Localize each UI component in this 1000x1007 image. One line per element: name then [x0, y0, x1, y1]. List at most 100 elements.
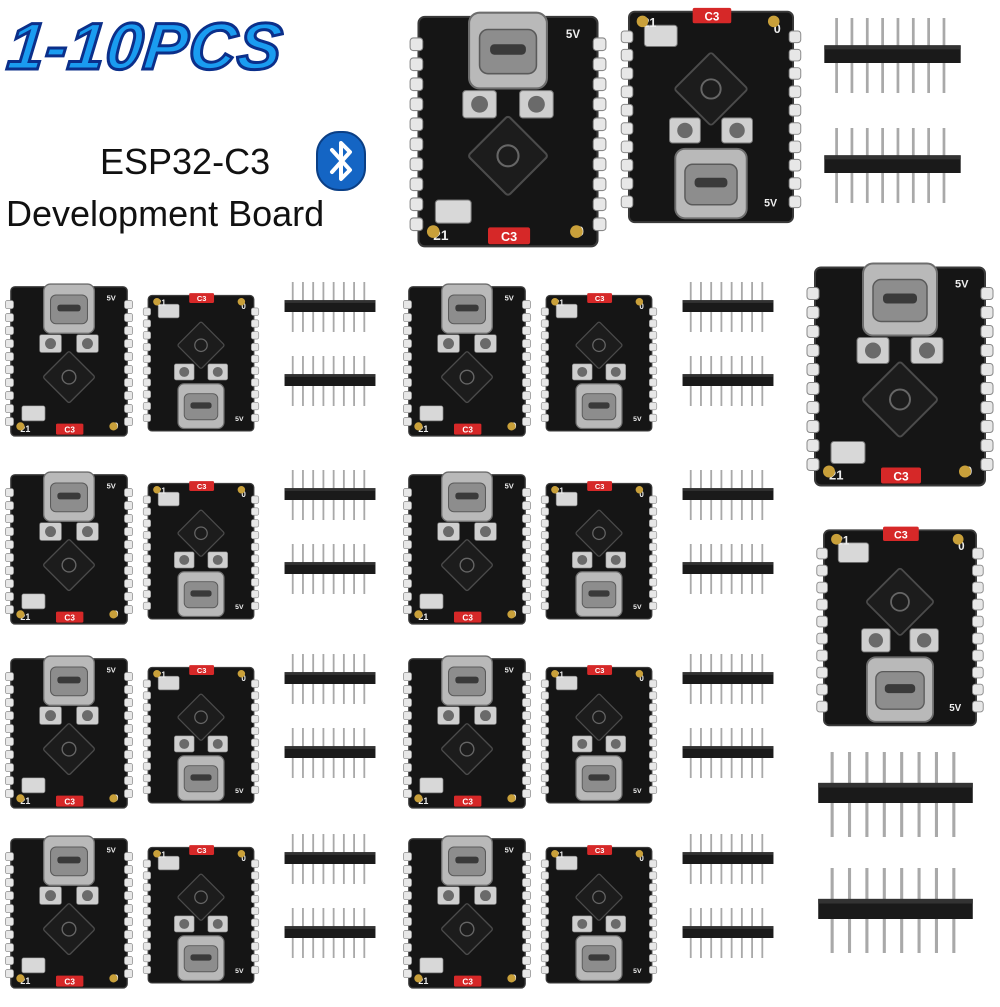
svg-text:21: 21	[157, 850, 166, 859]
svg-text:0: 0	[241, 674, 246, 683]
svg-text:5V: 5V	[505, 845, 514, 854]
svg-text:C3: C3	[894, 529, 908, 541]
svg-text:0: 0	[774, 22, 781, 36]
esp32-c3-board: C3 21 0 5V	[540, 278, 658, 451]
svg-text:5V: 5V	[235, 788, 244, 795]
pin-header	[808, 752, 983, 842]
esp32-c3-board: C3 21 0 5V	[618, 4, 804, 231]
esp32-c3-board: C3 21 0 5V	[142, 650, 260, 823]
svg-text:21: 21	[20, 424, 30, 434]
svg-text:C3: C3	[595, 666, 605, 675]
svg-text:0: 0	[639, 490, 644, 499]
svg-text:C3: C3	[462, 798, 473, 807]
pin-header	[664, 544, 792, 599]
svg-text:5V: 5V	[235, 968, 244, 975]
svg-text:C3: C3	[595, 846, 605, 855]
pin-header	[664, 834, 792, 889]
pin-header	[266, 834, 394, 889]
pin-header	[266, 654, 394, 709]
svg-text:21: 21	[20, 796, 30, 806]
svg-text:5V: 5V	[505, 481, 514, 490]
svg-text:5V: 5V	[633, 604, 642, 611]
pin-header	[800, 18, 985, 98]
esp32-c3-board: C3 21 0 5V	[540, 830, 658, 1003]
svg-text:5V: 5V	[633, 416, 642, 423]
svg-text:21: 21	[418, 976, 428, 986]
esp32-c3-board: C3 21 0 5V	[142, 466, 260, 639]
svg-text:5V: 5V	[949, 703, 961, 714]
svg-text:C3: C3	[705, 11, 720, 23]
pin-header	[664, 908, 792, 963]
pin-header	[664, 728, 792, 783]
svg-text:5V: 5V	[764, 198, 777, 210]
svg-text:C3: C3	[462, 978, 473, 987]
esp32-c3-board: C3 21 0 5V	[402, 822, 532, 1007]
svg-text:21: 21	[555, 486, 564, 495]
esp32-c3-board: C3 21 0 5V	[408, 2, 608, 262]
svg-text:5V: 5V	[633, 788, 642, 795]
svg-text:C3: C3	[64, 614, 75, 623]
svg-text:C3: C3	[64, 426, 75, 435]
svg-text:21: 21	[20, 976, 30, 986]
bluetooth-icon	[316, 131, 366, 191]
svg-text:0: 0	[241, 490, 246, 499]
pin-header	[664, 654, 792, 709]
esp32-c3-board: C3 21 0 5V	[540, 466, 658, 639]
product-title: 1-10PCS	[3, 8, 289, 85]
pin-header	[664, 282, 792, 337]
esp32-c3-board: C3 21 0 5V	[4, 458, 134, 643]
svg-text:0: 0	[241, 302, 246, 311]
svg-text:21: 21	[555, 670, 564, 679]
svg-text:C3: C3	[595, 294, 605, 303]
svg-text:21: 21	[157, 670, 166, 679]
pin-header	[664, 356, 792, 411]
product-type: Development Board	[6, 193, 325, 234]
svg-text:C3: C3	[64, 978, 75, 987]
svg-text:0: 0	[639, 674, 644, 683]
esp32-c3-board: C3 21 0 5V	[540, 650, 658, 823]
svg-text:21: 21	[157, 486, 166, 495]
svg-text:21: 21	[555, 850, 564, 859]
esp32-c3-board: C3 21 0 5V	[4, 270, 134, 455]
product-name: ESP32-C3	[100, 141, 271, 182]
svg-text:5V: 5V	[505, 293, 514, 302]
pin-header	[664, 470, 792, 525]
pin-header	[266, 282, 394, 337]
esp32-c3-board: C3 21 0 5V	[402, 642, 532, 827]
svg-text:5V: 5V	[107, 845, 116, 854]
esp32-c3-board: C3 21 0 5V	[142, 278, 260, 451]
svg-text:21: 21	[418, 424, 428, 434]
svg-text:21: 21	[555, 298, 564, 307]
svg-text:C3: C3	[64, 798, 75, 807]
pin-header	[266, 544, 394, 599]
svg-text:C3: C3	[462, 426, 473, 435]
svg-text:C3: C3	[462, 614, 473, 623]
esp32-c3-board: C3 21 0 5V	[402, 458, 532, 643]
pin-header	[266, 356, 394, 411]
pin-header	[800, 128, 985, 208]
svg-text:5V: 5V	[566, 29, 580, 41]
svg-text:21: 21	[157, 298, 166, 307]
esp32-c3-board: C3 21 0 5V	[815, 520, 985, 737]
pin-header	[266, 728, 394, 783]
svg-text:0: 0	[241, 854, 246, 863]
pin-header	[266, 470, 394, 525]
svg-text:C3: C3	[893, 470, 909, 484]
esp32-c3-board: C3 21 0 5V	[142, 830, 260, 1003]
svg-text:C3: C3	[197, 666, 207, 675]
svg-text:C3: C3	[595, 482, 605, 491]
svg-text:5V: 5V	[505, 665, 514, 674]
svg-text:5V: 5V	[107, 293, 116, 302]
svg-text:21: 21	[20, 612, 30, 622]
svg-text:5V: 5V	[235, 416, 244, 423]
pin-header	[808, 868, 983, 958]
svg-text:C3: C3	[197, 846, 207, 855]
pin-header	[266, 908, 394, 963]
esp32-c3-board: C3 21 0 5V	[4, 642, 134, 827]
svg-text:5V: 5V	[955, 279, 969, 291]
esp32-c3-board: C3 21 0 5V	[805, 252, 995, 502]
esp32-c3-board: C3 21 0 5V	[4, 822, 134, 1007]
svg-text:5V: 5V	[107, 665, 116, 674]
svg-text:21: 21	[418, 612, 428, 622]
